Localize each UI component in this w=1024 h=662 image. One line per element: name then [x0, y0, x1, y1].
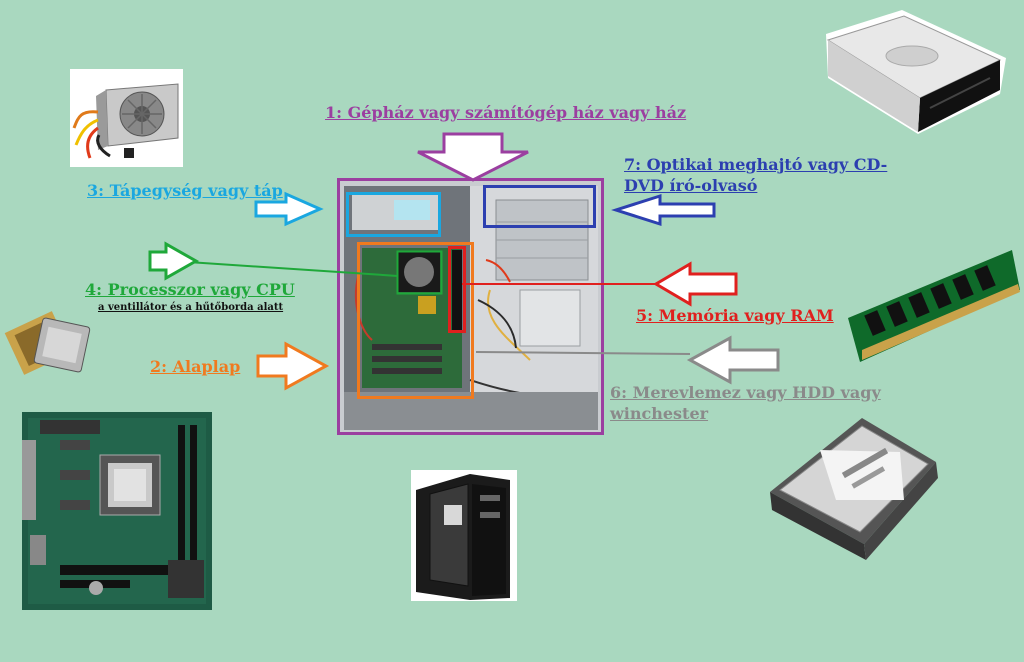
motherboard-arrow: [256, 341, 330, 391]
cpu-connector-line: [187, 261, 399, 277]
optical-highlight-box: [483, 185, 596, 228]
case-arrow: [417, 132, 529, 182]
motherboard-highlight-box: [357, 242, 474, 399]
psu-label: 3: Tápegység vagy táp: [87, 181, 283, 200]
case-label: 1: Gépház vagy számítógép ház vagy ház: [325, 103, 687, 122]
cpu-label: 4: Processzor vagy CPU: [85, 280, 295, 299]
psu-highlight-box: [346, 192, 441, 237]
motherboard-label: 2: Alaplap: [150, 357, 241, 376]
cpu-arrow: [148, 241, 200, 281]
ram-module-icon: [848, 250, 1020, 362]
cpu-chip-icon: [4, 311, 91, 375]
optical-label-line1: 7: Optikai meghajtó vagy CD-: [624, 155, 888, 174]
ram-highlight-box: [448, 246, 466, 333]
hdd-arrow: [686, 335, 780, 385]
cpu-highlight-box: [396, 250, 443, 295]
ram-arrow: [653, 261, 738, 307]
pc-case-icon: [411, 470, 517, 601]
dvd-drive-icon: [826, 10, 1006, 134]
hdd-connector-line: [475, 351, 691, 355]
motherboard-icon: [22, 412, 212, 610]
optical-arrow: [611, 193, 716, 227]
hdd-label-line1: 6: Merevlemez vagy HDD vagy: [610, 383, 881, 402]
hdd-label-line2: winchester: [610, 404, 709, 423]
cpu-note-label: a ventillátor és a hűtőborda alatt: [98, 302, 284, 313]
psu-arrow: [254, 191, 324, 227]
ram-label: 5: Memória vagy RAM: [636, 306, 834, 325]
optical-label-line2: DVD író-olvasó: [624, 176, 758, 195]
power-supply-icon: [70, 69, 183, 167]
hard-disk-icon: [770, 418, 938, 560]
